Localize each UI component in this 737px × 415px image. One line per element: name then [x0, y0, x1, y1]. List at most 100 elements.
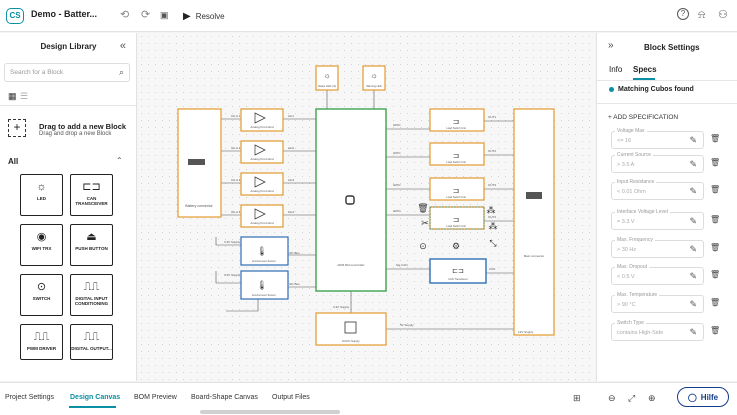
top-bar: CS Demo - Batter... ⟲ ⟳ ▣ ▶ Resolve ? ⍾ …: [0, 0, 737, 32]
collapse-right-icon[interactable]: »: [608, 40, 614, 51]
afe-block-2: Analog Front End CH A 2: [231, 140, 284, 164]
undo-icon[interactable]: ⟲: [120, 9, 130, 21]
spec-field[interactable]: Max. Frequency> 30 Hz✎: [611, 237, 704, 258]
redo-icon[interactable]: ⟳: [141, 9, 151, 21]
tile-label: DIGITAL INPUT CONDITIONING: [74, 296, 109, 306]
spec-field[interactable]: Max. Dropout< 0.5 V✎: [611, 264, 704, 285]
svg-text:⊐: ⊐: [453, 186, 460, 195]
digital-input-icon: ⎍⎍: [83, 281, 100, 293]
main-connector-block: Main connector: [513, 108, 555, 336]
add-specification-button[interactable]: + ADD SPECIFICATION: [608, 114, 679, 121]
edit-icon[interactable]: ✎: [689, 186, 697, 196]
library-tile-wifi-trx[interactable]: ◉ WIFI TRX: [20, 224, 63, 266]
svg-text:CAN: CAN: [489, 267, 495, 271]
svg-text:Load Switch Unit: Load Switch Unit: [446, 126, 466, 130]
chevron-up-icon[interactable]: ⌃: [116, 156, 123, 165]
svg-text:3.3V Supply: 3.3V Supply: [224, 273, 241, 277]
tab-output-files[interactable]: Output Files: [272, 394, 310, 401]
add-block-drag-target[interactable]: +: [8, 119, 26, 137]
tab-specs[interactable]: Specs: [633, 65, 657, 74]
edit-icon[interactable]: ✎: [689, 299, 697, 309]
delete-spec-icon[interactable]: 🗑: [710, 326, 721, 335]
library-tile-digital-input[interactable]: ⎍⎍ DIGITAL INPUT CONDITIONING: [70, 274, 113, 316]
load-switch-block-3: ⊐Load Switch Unit: [429, 177, 485, 201]
svg-text:Warning LED: Warning LED: [366, 84, 381, 88]
spec-field[interactable]: Voltage Max<= 16✎: [611, 128, 704, 149]
delete-spec-icon[interactable]: 🗑: [710, 158, 721, 167]
svg-text:Ain2: Ain2: [288, 146, 294, 150]
user-icon[interactable]: ⚇: [718, 9, 728, 21]
category-all-label[interactable]: All: [8, 157, 19, 166]
spec-field[interactable]: Interface Voltage Level= 3.3 V✎: [611, 209, 704, 230]
resolve-label: Resolve: [195, 11, 225, 21]
tab-bom-preview[interactable]: BOM Preview: [134, 394, 177, 401]
edit-icon[interactable]: ✎: [689, 159, 697, 169]
resolve-button[interactable]: ▶ Resolve: [183, 8, 225, 24]
svg-text:Status LED (x2): Status LED (x2): [318, 84, 336, 88]
delete-spec-icon[interactable]: 🗑: [710, 243, 721, 252]
help-icon[interactable]: ?: [677, 8, 689, 20]
svg-text:CH A 1: CH A 1: [231, 114, 241, 118]
edit-icon[interactable]: ✎: [689, 327, 697, 337]
svg-text:Ain1: Ain1: [288, 114, 294, 118]
tab-info[interactable]: Info: [609, 65, 623, 74]
spec-field[interactable]: Max. Temperature> 90 °C✎: [611, 292, 704, 313]
svg-text:CH A 2: CH A 2: [231, 146, 241, 150]
edit-icon[interactable]: ✎: [689, 244, 697, 254]
search-icon[interactable]: ⌕: [118, 67, 124, 77]
can-transceiver-icon: ⊏⊐: [82, 181, 101, 193]
library-tile-switch[interactable]: ⊙ SWITCH: [20, 274, 63, 316]
library-tile-led[interactable]: ☼ LED: [20, 174, 63, 216]
block-settings-panel: » Block Settings Info Specs Matching Cub…: [596, 33, 737, 381]
library-tile-push-button[interactable]: ⏏ PUSH BUTTON: [70, 224, 113, 266]
app-logo[interactable]: CS: [6, 8, 24, 24]
svg-text:🌡: 🌡: [256, 280, 267, 290]
svg-text:Ain4: Ain4: [288, 210, 294, 214]
svg-text:3.3V Supply: 3.3V Supply: [333, 305, 350, 309]
list-view-icon[interactable]: ☰: [20, 91, 29, 101]
edit-icon[interactable]: ✎: [689, 271, 697, 281]
edit-icon[interactable]: ✎: [689, 216, 697, 226]
delete-spec-icon[interactable]: 🗑: [710, 270, 721, 279]
delete-spec-icon[interactable]: 🗑: [710, 215, 721, 224]
zoom-out-icon[interactable]: ⊖: [608, 393, 616, 403]
svg-text:Analog Front End: Analog Front End: [250, 157, 274, 161]
delete-spec-icon[interactable]: 🗑: [710, 185, 721, 194]
svg-text:GPIO: GPIO: [393, 209, 401, 213]
delete-spec-icon[interactable]: 🗑: [710, 298, 721, 307]
play-icon: ▶: [183, 10, 191, 22]
divider: [597, 80, 737, 81]
tab-design-canvas[interactable]: Design Canvas: [70, 394, 121, 401]
drag-subtitle: Drag and drop a new Block: [39, 131, 112, 137]
zoom-in-icon[interactable]: ⊕: [648, 393, 656, 403]
tab-project-settings[interactable]: Project Settings: [5, 394, 55, 401]
led-icon: ☼: [36, 181, 47, 193]
edit-icon[interactable]: ✎: [689, 135, 697, 145]
spec-field[interactable]: Input Resistance< 0.01 Ohm✎: [611, 179, 704, 200]
load-switch-block-4-selected: ⊐Load Switch Unit: [429, 206, 485, 230]
svg-text:⊐: ⊐: [453, 215, 460, 224]
tab-board-shape-canvas[interactable]: Board-Shape Canvas: [191, 394, 258, 401]
fit-view-icon[interactable]: ⤢: [628, 393, 636, 403]
collapse-left-icon[interactable]: «: [119, 40, 126, 52]
block-search-input[interactable]: Search for a Block ⌕: [4, 63, 130, 82]
help-button[interactable]: ◯ Hilfe: [677, 387, 729, 407]
delete-spec-icon[interactable]: 🗑: [710, 134, 721, 143]
library-tile-pwm-driver[interactable]: ⎍⎍ PWM DRIVER: [20, 324, 63, 360]
notification-bell-icon[interactable]: ⍾: [698, 9, 706, 21]
map-icon[interactable]: ⊞: [573, 393, 581, 403]
chat-icon: ◯: [687, 392, 697, 402]
library-tile-can-transceiver[interactable]: ⊏⊐ CAN TRANSCEIVER: [70, 174, 113, 216]
horizontal-scrollbar[interactable]: [200, 410, 340, 414]
library-tile-digital-output[interactable]: ⎍⎍ DIGITAL OUTPUT...: [70, 324, 113, 360]
project-title[interactable]: Demo - Batter...: [31, 9, 98, 19]
svg-text:CH A 3: CH A 3: [231, 178, 241, 182]
spec-field[interactable]: Current Source> 3.5 A✎: [611, 152, 704, 173]
grid-view-icon[interactable]: ▦: [8, 91, 17, 101]
save-icon[interactable]: ▣: [160, 10, 169, 20]
